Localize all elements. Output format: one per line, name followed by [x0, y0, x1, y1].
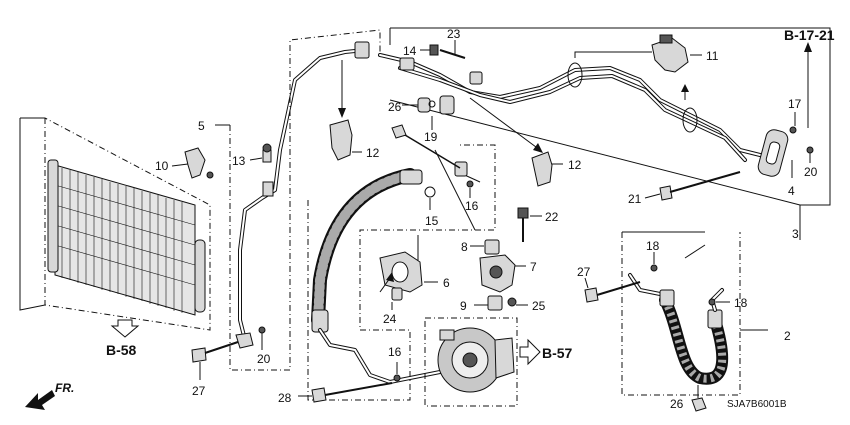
bolt-14	[429, 44, 439, 56]
label-18a: 18	[646, 239, 660, 253]
label-2: 2	[784, 329, 791, 343]
pipe-3	[378, 53, 762, 162]
bracket-10	[184, 147, 214, 179]
clamp-12-left	[329, 60, 353, 161]
label-23: 23	[447, 27, 461, 41]
cap-9	[487, 295, 503, 311]
nut-26-bottom	[691, 397, 707, 412]
label-26b: 26	[670, 397, 684, 411]
label-14: 14	[403, 44, 417, 58]
bolt-22	[517, 207, 529, 242]
label-20a: 20	[257, 352, 271, 366]
ref-b58-label: B-58	[106, 342, 137, 358]
label-18b: 18	[734, 296, 748, 310]
bolt-26-top	[391, 124, 476, 231]
label-20b: 20	[804, 165, 818, 179]
label-16a: 16	[465, 199, 479, 213]
sensor-13	[262, 143, 272, 163]
label-12b: 12	[568, 158, 582, 172]
front-arrow: FR.	[25, 381, 74, 410]
valve-7	[479, 254, 516, 293]
hose-1-frame	[307, 144, 496, 401]
label-8: 8	[461, 240, 468, 254]
label-4: 4	[788, 184, 795, 198]
ref-b58[interactable]: B-58	[106, 319, 140, 358]
label-16b: 16	[388, 345, 402, 359]
label-28: 28	[278, 391, 292, 405]
ref-b57[interactable]: B-57	[519, 338, 573, 366]
front-label: FR.	[55, 381, 74, 395]
diagram-code: SJA7B6001B	[727, 399, 787, 410]
label-12a: 12	[366, 146, 380, 160]
label-27a: 27	[192, 384, 206, 398]
clamp-12-right	[469, 97, 553, 187]
label-10: 10	[155, 159, 169, 173]
bracket-11	[651, 34, 689, 73]
bolt-27-right	[584, 281, 641, 303]
label-24: 24	[383, 312, 397, 326]
hose-2	[628, 273, 729, 385]
fitting-24	[379, 272, 403, 301]
bracket-6	[379, 251, 423, 293]
label-25: 25	[532, 299, 546, 313]
ref-b17-21-label: B-17-21	[784, 27, 835, 43]
label-9: 9	[460, 299, 467, 313]
label-3: 3	[792, 227, 799, 241]
label-6: 6	[443, 276, 450, 290]
label-5: 5	[198, 119, 205, 133]
label-17: 17	[788, 97, 802, 111]
ref-b57-label: B-57	[542, 345, 573, 361]
pipe-5-frame	[229, 29, 381, 371]
label-27b: 27	[577, 265, 591, 279]
condenser	[47, 159, 206, 316]
label-7: 7	[530, 260, 537, 274]
condenser-frame	[44, 117, 211, 331]
bolt-27-left	[191, 341, 239, 363]
label-21: 21	[628, 192, 642, 206]
cap-8	[484, 239, 500, 255]
compressor	[424, 317, 518, 407]
label-22: 22	[545, 210, 559, 224]
pipe-3-frame	[390, 27, 831, 240]
label-19: 19	[424, 130, 438, 144]
hose-2-frame	[621, 232, 741, 396]
ref-b17-21[interactable]: B-17-21	[784, 27, 835, 128]
pipe-5	[235, 41, 370, 349]
label-26a: 26	[388, 100, 402, 114]
label-11: 11	[706, 49, 719, 63]
seal-4	[757, 129, 789, 177]
label-15: 15	[425, 214, 439, 228]
bolt-28	[311, 382, 393, 403]
bolt-21	[659, 171, 741, 201]
label-13: 13	[232, 154, 246, 168]
